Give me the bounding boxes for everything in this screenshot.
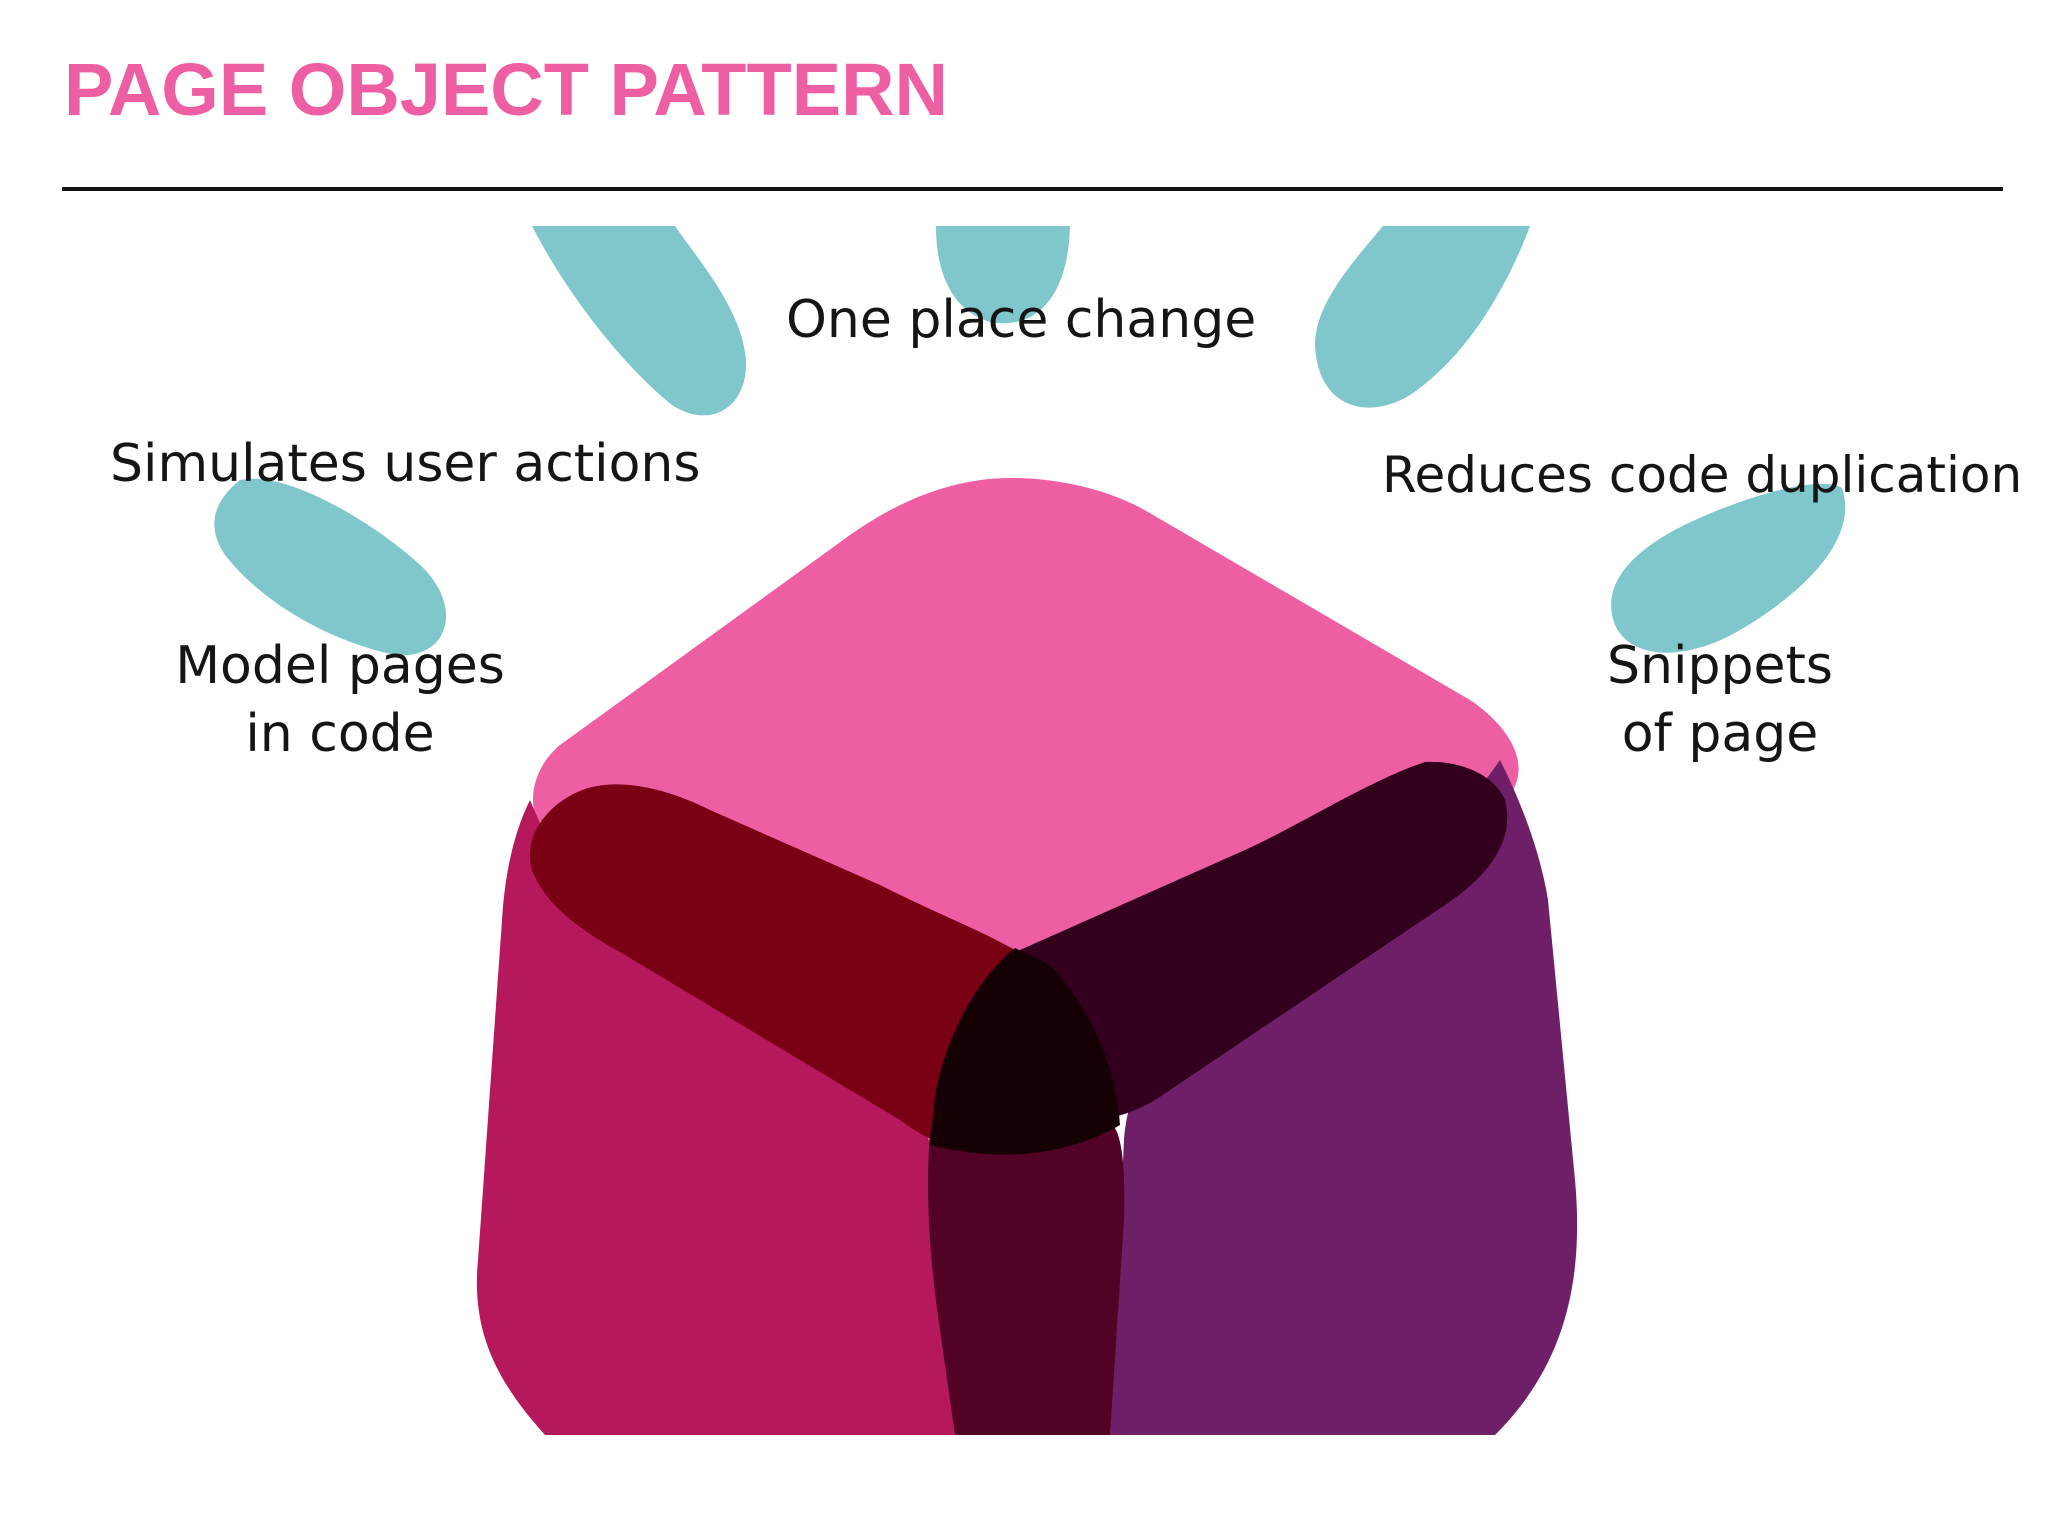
- overlay-bottom-band: [928, 1125, 1125, 1435]
- label-model-pages-in-code: Model pages in code: [170, 632, 510, 768]
- petal-top-center: [936, 226, 1070, 324]
- title-divider: [62, 187, 2003, 191]
- petals: [214, 226, 1846, 656]
- label-reduces-code-duplication: Reduces code duplication: [1382, 446, 2023, 504]
- overlay-right-band: [1020, 761, 1508, 1121]
- overlays: [529, 761, 1508, 1435]
- slide-title: PAGE OBJECT PATTERN: [64, 48, 948, 131]
- petal-top-right: [1315, 226, 1530, 408]
- label-model-pages-line2: in code: [245, 704, 435, 764]
- label-snippets-line2: of page: [1621, 704, 1819, 764]
- petal-left: [214, 478, 447, 656]
- petal-right: [1611, 483, 1846, 653]
- label-simulates-user-actions: Simulates user actions: [110, 434, 701, 494]
- label-snippets-of-page: Snippets of page: [1570, 632, 1870, 768]
- overlay-left-band: [529, 784, 1015, 1151]
- petal-top-left: [532, 226, 747, 416]
- cube-left-face: [476, 800, 955, 1435]
- label-snippets-line1: Snippets: [1607, 636, 1833, 696]
- cube-right-face: [1110, 760, 1578, 1435]
- label-model-pages-line1: Model pages: [175, 636, 505, 696]
- label-one-place-change: One place change: [786, 290, 1257, 350]
- overlay-center: [930, 948, 1120, 1155]
